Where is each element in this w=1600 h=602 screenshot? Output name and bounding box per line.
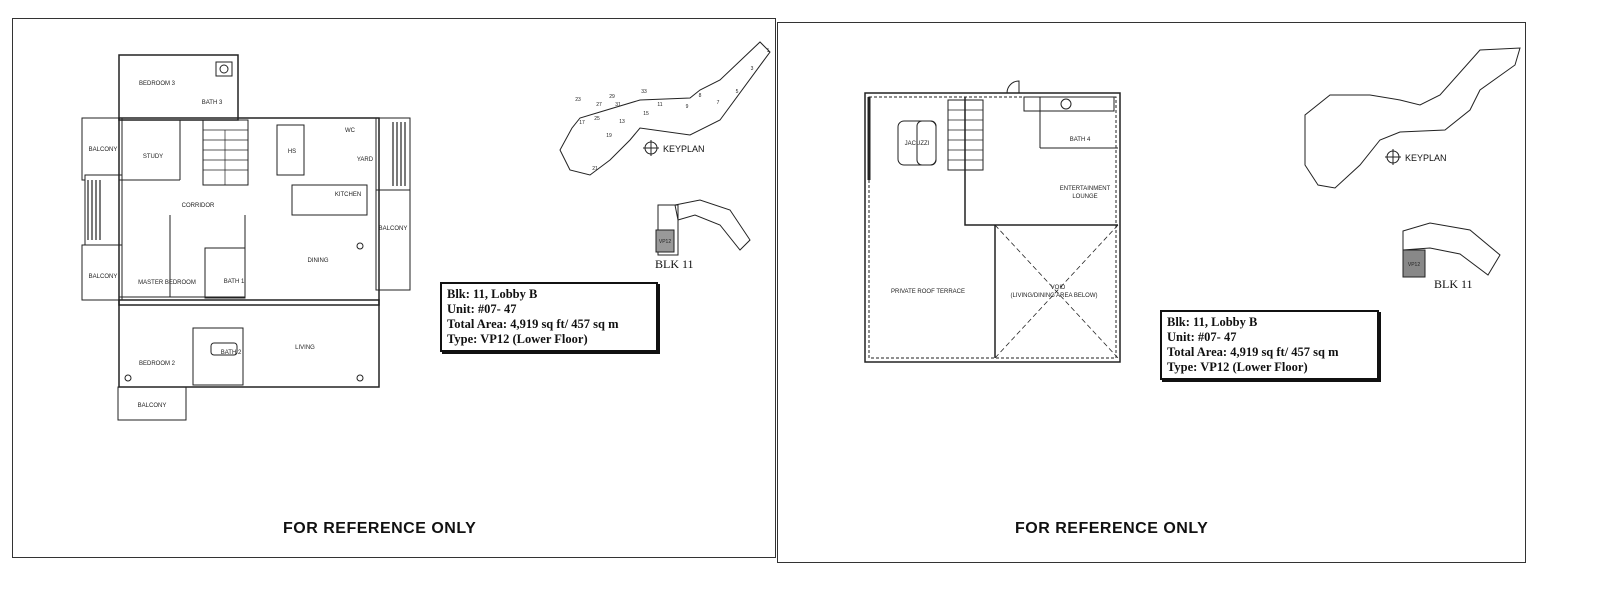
- room-label: BALCONY: [89, 274, 118, 280]
- room-label: BATH 4: [1070, 137, 1091, 143]
- block-number: 27: [596, 102, 602, 108]
- block-number: 19: [606, 133, 612, 139]
- room-label: BATH 2: [221, 350, 242, 356]
- room-label: KITCHEN: [335, 192, 361, 198]
- bath1-wall: [204, 247, 246, 299]
- block-number: 15: [643, 111, 649, 117]
- block-number: 13: [619, 119, 625, 125]
- unit-tag: VP12: [1408, 262, 1420, 268]
- room-label: WC: [345, 128, 356, 134]
- floorplan-sheet-upper: [777, 22, 1526, 563]
- room-label: BATH 1: [224, 279, 245, 285]
- room-label: BALCONY: [138, 403, 167, 409]
- block-number: 31: [615, 102, 621, 108]
- room-label: VOID: [1051, 285, 1066, 291]
- room-label: LIVING: [295, 345, 315, 351]
- room-label: DINING: [308, 258, 329, 264]
- block-number: 9: [686, 104, 689, 110]
- unit-type: Type: VP12 (Lower Floor): [1167, 360, 1308, 374]
- room-label: (LIVING/DINING AREA BELOW): [1010, 293, 1097, 299]
- staircase: [202, 119, 249, 186]
- staircase: [947, 99, 984, 171]
- block-lobby: Blk: 11, Lobby B: [447, 287, 538, 301]
- reference-footer-upper: FOR REFERENCE ONLY: [1015, 520, 1209, 537]
- balcony-e: [375, 189, 411, 291]
- lower-floor-plan: [81, 54, 411, 421]
- block-number: 25: [594, 116, 600, 122]
- total-area: Total Area: 4,919 sq ft/ 457 sq m: [447, 317, 619, 331]
- balcony-w: [81, 244, 123, 301]
- room-label: BEDROOM 3: [139, 81, 176, 87]
- room-label: BATH 3: [202, 100, 223, 106]
- block-number: 23: [575, 97, 581, 103]
- balcony-s: [117, 386, 187, 421]
- block-number: 3: [751, 66, 754, 72]
- total-area: Total Area: 4,919 sq ft/ 457 sq m: [1167, 345, 1339, 359]
- upper-floor-plan: [864, 80, 1121, 363]
- unit-number: Unit: #07- 47: [1167, 330, 1237, 344]
- unit-info-box-lower: Blk: 11, Lobby B Unit: #07- 47 Total Are…: [440, 282, 658, 352]
- block-number: 7: [717, 100, 720, 106]
- keyplan-upper: [1304, 47, 1521, 278]
- room-label: BALCONY: [89, 147, 118, 153]
- unit-info-box-upper: Blk: 11, Lobby B Unit: #07- 47 Total Are…: [1160, 310, 1379, 380]
- block-number: 5: [736, 89, 739, 95]
- block-lobby: Blk: 11, Lobby B: [1167, 315, 1258, 329]
- block-number: 11: [657, 102, 662, 108]
- room-label: STUDY: [143, 154, 163, 160]
- roof-outer-wall: [864, 92, 1121, 363]
- room-label: BALCONY: [379, 226, 408, 232]
- room-label: MASTER BEDROOM: [138, 280, 196, 286]
- lower-floor-labels: BEDROOM 3 BATH 3 BALCONY STUDY HS WC YAR…: [89, 81, 408, 409]
- keyplan-label: KEYPLAN: [663, 144, 705, 154]
- block-number: 29: [609, 94, 615, 100]
- main-body-wall: [118, 117, 380, 306]
- block-number: 1: [767, 48, 770, 54]
- block-label: BLK 11: [1434, 277, 1473, 291]
- room-label: JACUZZI: [905, 141, 930, 147]
- room-label: HS: [288, 149, 296, 155]
- unit-type: Type: VP12 (Lower Floor): [447, 332, 588, 346]
- room-label: PRIVATE ROOF TERRACE: [891, 289, 965, 295]
- block-number: 33: [641, 89, 647, 95]
- kitchen-counter: [291, 184, 368, 216]
- block-number: 21: [592, 166, 598, 172]
- balcony-screen-w: [84, 174, 123, 246]
- unit-tag: VP12: [659, 239, 671, 245]
- upper-floor-labels: JACUZZI BATH 4 ENTERTAINMENT LOUNGE PRIV…: [891, 137, 1111, 299]
- unit-number: Unit: #07- 47: [447, 302, 517, 316]
- room-label: YARD: [357, 157, 374, 163]
- keyplan-block-numbers: 1 3 5 7 8 9 11 13 15 17 19 21 23 25 27 2…: [575, 48, 769, 172]
- room-label: ENTERTAINMENT: [1060, 186, 1111, 192]
- household-shelter: [276, 124, 305, 176]
- reference-footer-lower: FOR REFERENCE ONLY: [283, 520, 477, 537]
- south-body-wall: [118, 299, 380, 388]
- bath2-wall: [192, 327, 244, 386]
- block-label: BLK 11: [655, 257, 694, 271]
- room-label: BEDROOM 2: [139, 361, 176, 367]
- keyplan-lower: [559, 41, 771, 256]
- block-number: 8: [699, 93, 702, 99]
- room-label: LOUNGE: [1072, 194, 1097, 200]
- keyplan-label: KEYPLAN: [1405, 153, 1447, 163]
- room-label: CORRIDOR: [182, 203, 215, 209]
- bedroom3-wall: [118, 54, 239, 121]
- block-number: 17: [579, 120, 585, 126]
